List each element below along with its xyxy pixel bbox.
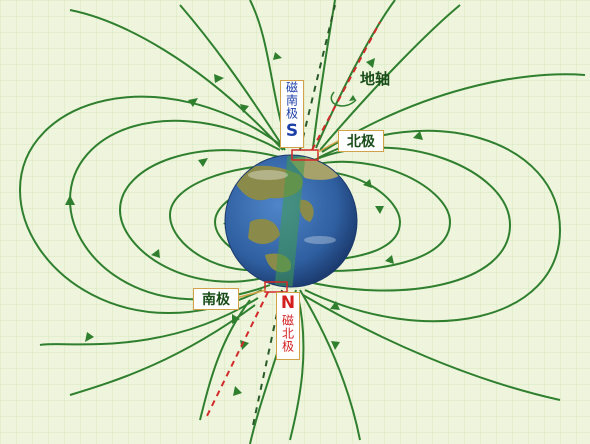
field-arrow-icon xyxy=(330,301,340,310)
geographic-south-label: 南极 xyxy=(193,288,239,310)
field-lines xyxy=(18,0,586,444)
field-line xyxy=(319,4,461,151)
magnetic-north-text: 磁北极 xyxy=(280,314,295,353)
field-arrow-icon xyxy=(198,158,208,167)
earth-axis-upper xyxy=(311,21,381,151)
magnetic-south-text: 磁南极 xyxy=(284,81,299,120)
north-pole-marker xyxy=(291,149,319,161)
field-line xyxy=(179,4,286,151)
magnetic-axis-upper xyxy=(299,4,336,151)
axis-rotation-arrow-icon xyxy=(330,91,357,107)
field-line xyxy=(69,9,284,151)
field-arrow-icon xyxy=(188,98,198,107)
magnetic-north-label: N 磁北极 xyxy=(276,292,300,360)
field-line xyxy=(299,146,512,292)
field-line xyxy=(289,295,305,441)
field-line xyxy=(64,119,281,301)
field-line xyxy=(302,294,561,401)
field-line xyxy=(315,0,396,149)
axis-rotation-arrowhead xyxy=(349,95,356,101)
field-line xyxy=(39,297,259,346)
field-arrow-icon xyxy=(232,314,240,324)
field-arrow-icon xyxy=(273,52,282,60)
field-line xyxy=(118,149,284,283)
field-arrow-icon xyxy=(331,341,340,350)
field-line xyxy=(299,160,452,272)
field-arrow-icon xyxy=(214,74,224,83)
field-arrow-icon xyxy=(366,58,375,68)
south-label-leader xyxy=(235,289,267,299)
field-arrow-icon xyxy=(85,332,94,342)
earth-axis-lower xyxy=(204,291,269,421)
geographic-north-label: 北极 xyxy=(338,130,384,152)
field-line xyxy=(69,304,256,396)
field-arrow-icon xyxy=(363,179,372,188)
field-line xyxy=(304,129,562,323)
field-line xyxy=(168,164,286,272)
earth-axis-label: 地轴 xyxy=(360,70,391,88)
field-line xyxy=(312,0,336,149)
globe-icon xyxy=(224,154,358,288)
field-arrow-icon xyxy=(240,104,249,113)
field-line xyxy=(301,170,402,263)
field-arrow-icon xyxy=(413,131,423,140)
field-line xyxy=(18,95,286,315)
field-line xyxy=(299,289,361,441)
field-arrow-icon xyxy=(233,386,242,396)
field-line xyxy=(199,299,251,421)
north-label-leader xyxy=(317,139,341,153)
magnetic-south-letter: S xyxy=(285,121,299,141)
magnetic-south-label: 磁南极 S xyxy=(280,80,304,148)
field-arrow-icon xyxy=(385,255,394,264)
field-arrow-icon xyxy=(151,249,160,258)
field-arrow-icon xyxy=(375,206,384,214)
magnetic-north-letter: N xyxy=(280,293,296,313)
